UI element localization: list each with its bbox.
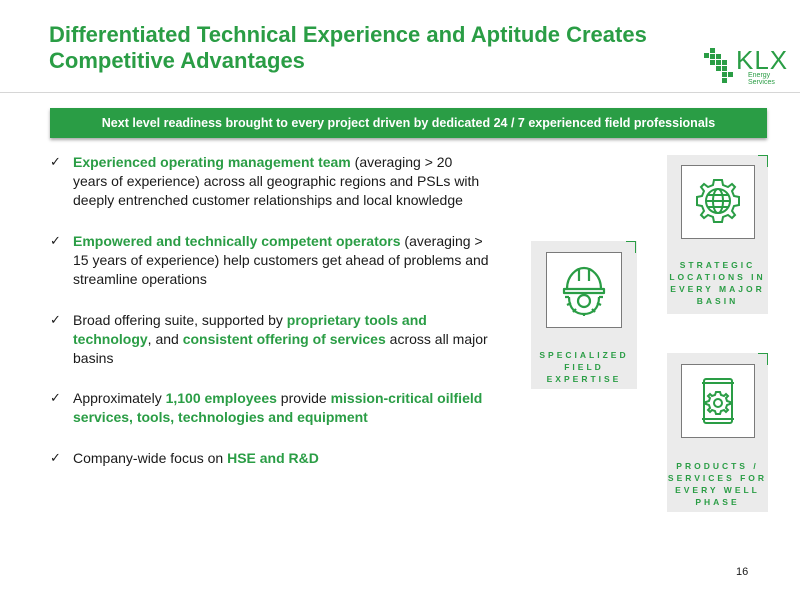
- card-label-line: SERVICES FOR: [667, 473, 768, 483]
- card-label-line: BASIN: [696, 296, 739, 306]
- highlighted-text: mission-critical oilfield services, tool…: [73, 390, 483, 425]
- card-label-line: STRATEGIC: [679, 260, 756, 270]
- card-label-line: LOCATIONS IN: [669, 272, 766, 282]
- card-label-line: FIELD: [564, 362, 604, 372]
- bullet-text: provide: [276, 390, 331, 406]
- bullet-item: ✓ Approximately 1,100 employees provide m…: [50, 389, 490, 427]
- logo-wordmark: KLX: [736, 45, 789, 75]
- icon-frame: [681, 165, 755, 239]
- logo-subtitle: Energy Services: [748, 72, 775, 86]
- card-label-line: EXPERTISE: [546, 374, 622, 384]
- page-title: Differentiated Technical Experience and …: [49, 22, 689, 74]
- card-strategic-locations: STRATEGIC LOCATIONS IN EVERY MAJOR BASIN: [667, 155, 768, 314]
- highlighted-text: HSE and R&D: [227, 450, 319, 466]
- logo-mark-icon: [704, 48, 733, 83]
- corner-accent: [758, 353, 768, 365]
- card-label-line: EVERY MAJOR: [670, 284, 765, 294]
- checkmark-icon: ✓: [50, 451, 61, 466]
- highlighted-text: 1,100 employees: [165, 390, 277, 406]
- card-label-products-services: PRODUCTS / SERVICES FOR EVERY WELL PHASE: [667, 460, 768, 508]
- page-number: 16: [736, 566, 749, 578]
- card-label-field-expertise: SPECIALIZED FIELD EXPERTISE: [531, 349, 637, 385]
- bullet-text: (averaging > 15 years of experience) hel…: [73, 233, 489, 287]
- checkmark-icon: ✓: [50, 391, 61, 406]
- bullet-text: Approximately: [73, 390, 166, 406]
- card-field-expertise: SPECIALIZED FIELD EXPERTISE: [531, 241, 637, 389]
- globe-gear-icon: [696, 179, 740, 223]
- page-title-line2: Competitive Advantages: [49, 48, 305, 73]
- bullet-text: across all major basins: [73, 331, 488, 366]
- bullet-text: , and: [147, 331, 183, 347]
- card-label-line: EVERY WELL: [675, 485, 760, 495]
- bullet-text: (averaging > 20 years of experience) acr…: [73, 154, 480, 208]
- bullet-item: ✓ Empowered and technically competent ope…: [50, 232, 490, 289]
- card-products-services: PRODUCTS / SERVICES FOR EVERY WELL PHASE: [667, 353, 768, 512]
- checkmark-icon: ✓: [50, 155, 61, 170]
- highlighted-text: Empowered and technically competent oper…: [73, 233, 401, 249]
- highlighted-text: consistent offering of services: [182, 331, 386, 347]
- bullet-list: ✓ Experienced operating management team (…: [50, 153, 490, 468]
- icon-frame: [681, 364, 755, 438]
- bullet-item: ✓ Company-wide focus on HSE and R&D: [50, 449, 490, 468]
- checkmark-icon: ✓: [50, 313, 61, 328]
- page-title-line1: Differentiated Technical Experience and …: [49, 22, 647, 47]
- highlight-banner: Next level readiness brought to every pr…: [50, 108, 767, 138]
- bullet-item: ✓ Broad offering suite, supported by prop…: [50, 311, 490, 368]
- card-label-line: PHASE: [695, 497, 740, 507]
- corner-accent: [758, 155, 768, 167]
- bullet-item: ✓ Experienced operating management team (…: [50, 153, 490, 210]
- card-label-line: PRODUCTS /: [676, 461, 759, 471]
- bullet-text: Broad offering suite, supported by: [73, 312, 287, 328]
- company-logo: KLX Energy Services: [704, 46, 794, 86]
- header-divider: [0, 92, 800, 93]
- bullet-text: Company-wide focus on: [73, 450, 228, 466]
- highlighted-text: Experienced operating management team: [73, 154, 351, 170]
- barrel-gear-icon: [702, 378, 734, 424]
- card-label-strategic-locations: STRATEGIC LOCATIONS IN EVERY MAJOR BASIN: [667, 259, 768, 307]
- hard-hat-gear-icon: [562, 266, 606, 316]
- card-label-line: SPECIALIZED: [539, 350, 629, 360]
- highlighted-text: proprietary tools and technology: [73, 312, 427, 347]
- checkmark-icon: ✓: [50, 234, 61, 249]
- corner-accent: [626, 241, 636, 253]
- icon-frame: [546, 252, 622, 328]
